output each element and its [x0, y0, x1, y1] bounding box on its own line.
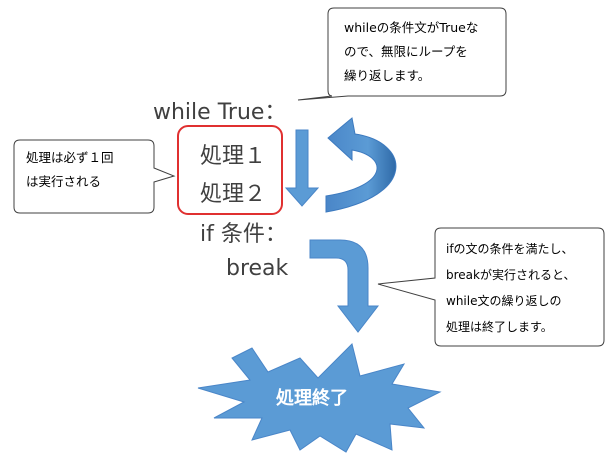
- code-line-break: break: [226, 256, 289, 281]
- code-line-if: if 条件：: [200, 222, 287, 247]
- callout-right-line: 処理は終了します。: [446, 320, 553, 334]
- callout-top-line: 繰り返します。: [344, 68, 431, 83]
- callout-top-line: ので、無限にループを: [344, 44, 468, 59]
- callout-right-line: while文の繰り返しの: [446, 294, 562, 308]
- code-line-while: while True：: [153, 100, 287, 125]
- code-line-process1: 処理１: [200, 144, 267, 169]
- callout-right: [377, 227, 605, 347]
- callout-left-text: 処理は必ず１回 は実行される: [26, 146, 114, 194]
- callout-top-text: whileの条件文がTrueな ので、無限にループを 繰り返します。: [344, 16, 478, 88]
- callout-left-line: は実行される: [26, 174, 102, 189]
- callout-right-line: ifの文の条件を満たし、: [446, 242, 574, 256]
- callout-left: [13, 139, 176, 214]
- callout-top-line: whileの条件文がTrueな: [344, 20, 479, 35]
- end-burst-shape: [197, 343, 442, 453]
- callout-left-line: 処理は必ず１回: [26, 150, 114, 165]
- down-arrow: [284, 129, 320, 207]
- end-burst-label: 処理終了: [276, 388, 348, 409]
- code-line-process2: 処理２: [200, 182, 267, 207]
- exit-arrow: [309, 239, 380, 333]
- loop-back-arrow: [325, 117, 397, 213]
- callout-right-line: breakが実行されると、: [446, 268, 576, 282]
- process-highlight-box: [177, 125, 283, 215]
- callout-right-text: ifの文の条件を満たし、 breakが実行されると、 while文の繰り返しの …: [446, 236, 576, 340]
- callout-top: [297, 7, 507, 101]
